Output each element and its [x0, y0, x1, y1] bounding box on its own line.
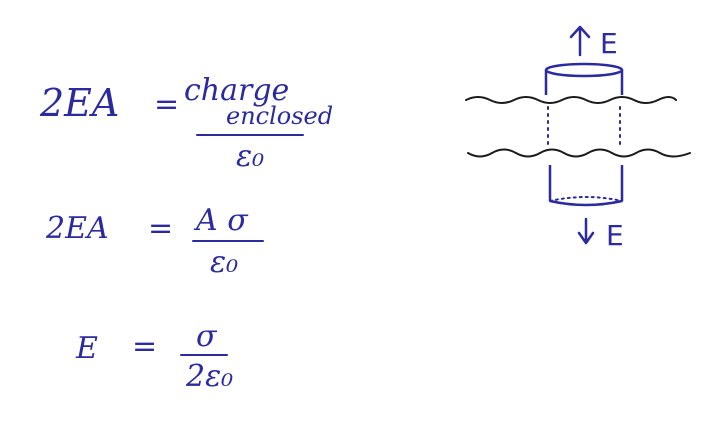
eq1-numerator-top: charge	[184, 73, 290, 108]
eq1-equals: =	[154, 87, 180, 122]
arrow-down-icon	[577, 231, 595, 245]
eq1-fraction-bar	[196, 134, 304, 136]
cylinder-top-cap	[544, 62, 624, 78]
eq3-lhs: E	[76, 331, 98, 366]
eq1-numerator-bottom: enclosed	[226, 102, 334, 130]
eq2-equals: =	[148, 211, 174, 246]
charge-sheet-bottom-edge	[467, 148, 691, 158]
eq3-fraction-bar	[180, 354, 228, 356]
eq3-denominator: 2ε₀	[186, 359, 234, 394]
cylinder-bottom-cap-front	[549, 199, 623, 207]
eq1-lhs: 2EA	[40, 81, 120, 125]
charge-sheet-top-edge	[465, 96, 677, 104]
gaussian-pillbox-diagram: E E	[465, 25, 691, 252]
eq2-fraction-bar	[192, 240, 264, 242]
eq2-lhs: 2EA	[46, 211, 109, 246]
arrow-up-icon	[569, 25, 591, 39]
eq2-denominator: ε₀	[210, 245, 239, 280]
eq3-numerator: σ	[196, 319, 217, 354]
cylinder-bottom-cap-back	[549, 196, 623, 202]
eq2-numerator: A σ	[196, 203, 248, 238]
eq3-equals: =	[132, 329, 158, 364]
top-field-label: E	[600, 27, 618, 60]
eq1-denominator: ε₀	[236, 139, 265, 174]
bottom-field-label: E	[606, 219, 624, 252]
